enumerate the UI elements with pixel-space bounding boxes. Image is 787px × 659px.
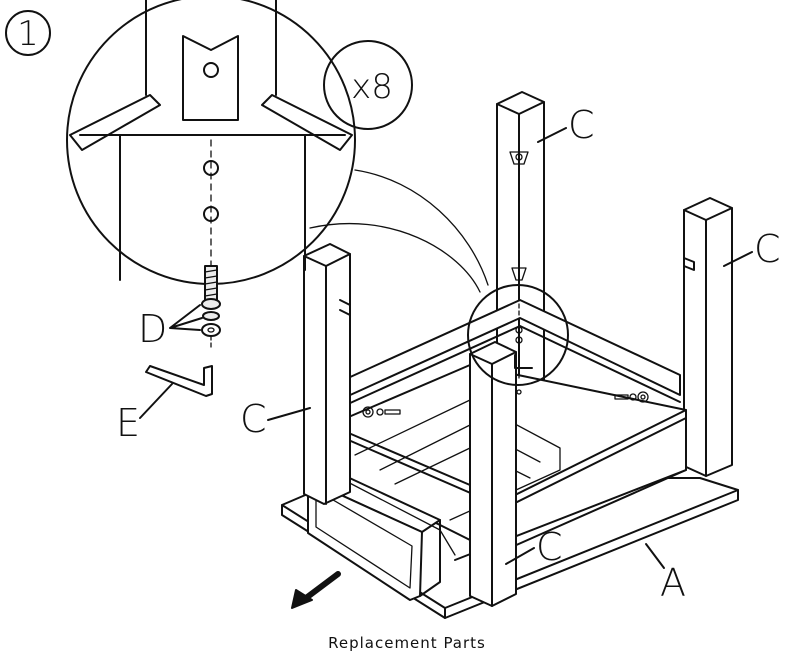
step-number: 1 — [17, 14, 39, 54]
label-bolt-washer: D — [138, 307, 167, 351]
leg-right-back — [683, 197, 733, 477]
leader-c-right — [723, 251, 753, 267]
caption: Replacement Parts — [328, 634, 486, 652]
allen-key-e — [139, 365, 213, 419]
zoom-leader-lower — [309, 223, 481, 293]
step-indicator: 1 — [5, 10, 51, 56]
label-leg-right: C — [754, 227, 781, 271]
leader-a — [645, 543, 665, 569]
label-leg-top: C — [568, 103, 595, 147]
leg-front — [469, 341, 517, 607]
frame-bolt-left — [362, 406, 401, 418]
quantity-label: x8 — [351, 67, 393, 107]
label-allen-key: E — [116, 401, 140, 445]
frame-bolt-right — [614, 391, 649, 403]
leg-left-front — [303, 243, 351, 505]
label-leg-left: C — [240, 397, 267, 441]
quantity-callout: x8 — [323, 40, 413, 130]
label-base: A — [660, 561, 686, 605]
zoom-detail-circle — [66, 0, 356, 285]
leader-c-top — [537, 127, 567, 143]
leader-c-left — [267, 407, 311, 421]
label-leg-front: C — [536, 525, 563, 569]
leader-c-front — [505, 547, 535, 565]
bolt-and-washers-d — [169, 265, 221, 349]
detail-circle — [467, 284, 569, 395]
zoom-leader-upper — [354, 169, 489, 286]
pull-direction-arrow — [291, 571, 341, 609]
